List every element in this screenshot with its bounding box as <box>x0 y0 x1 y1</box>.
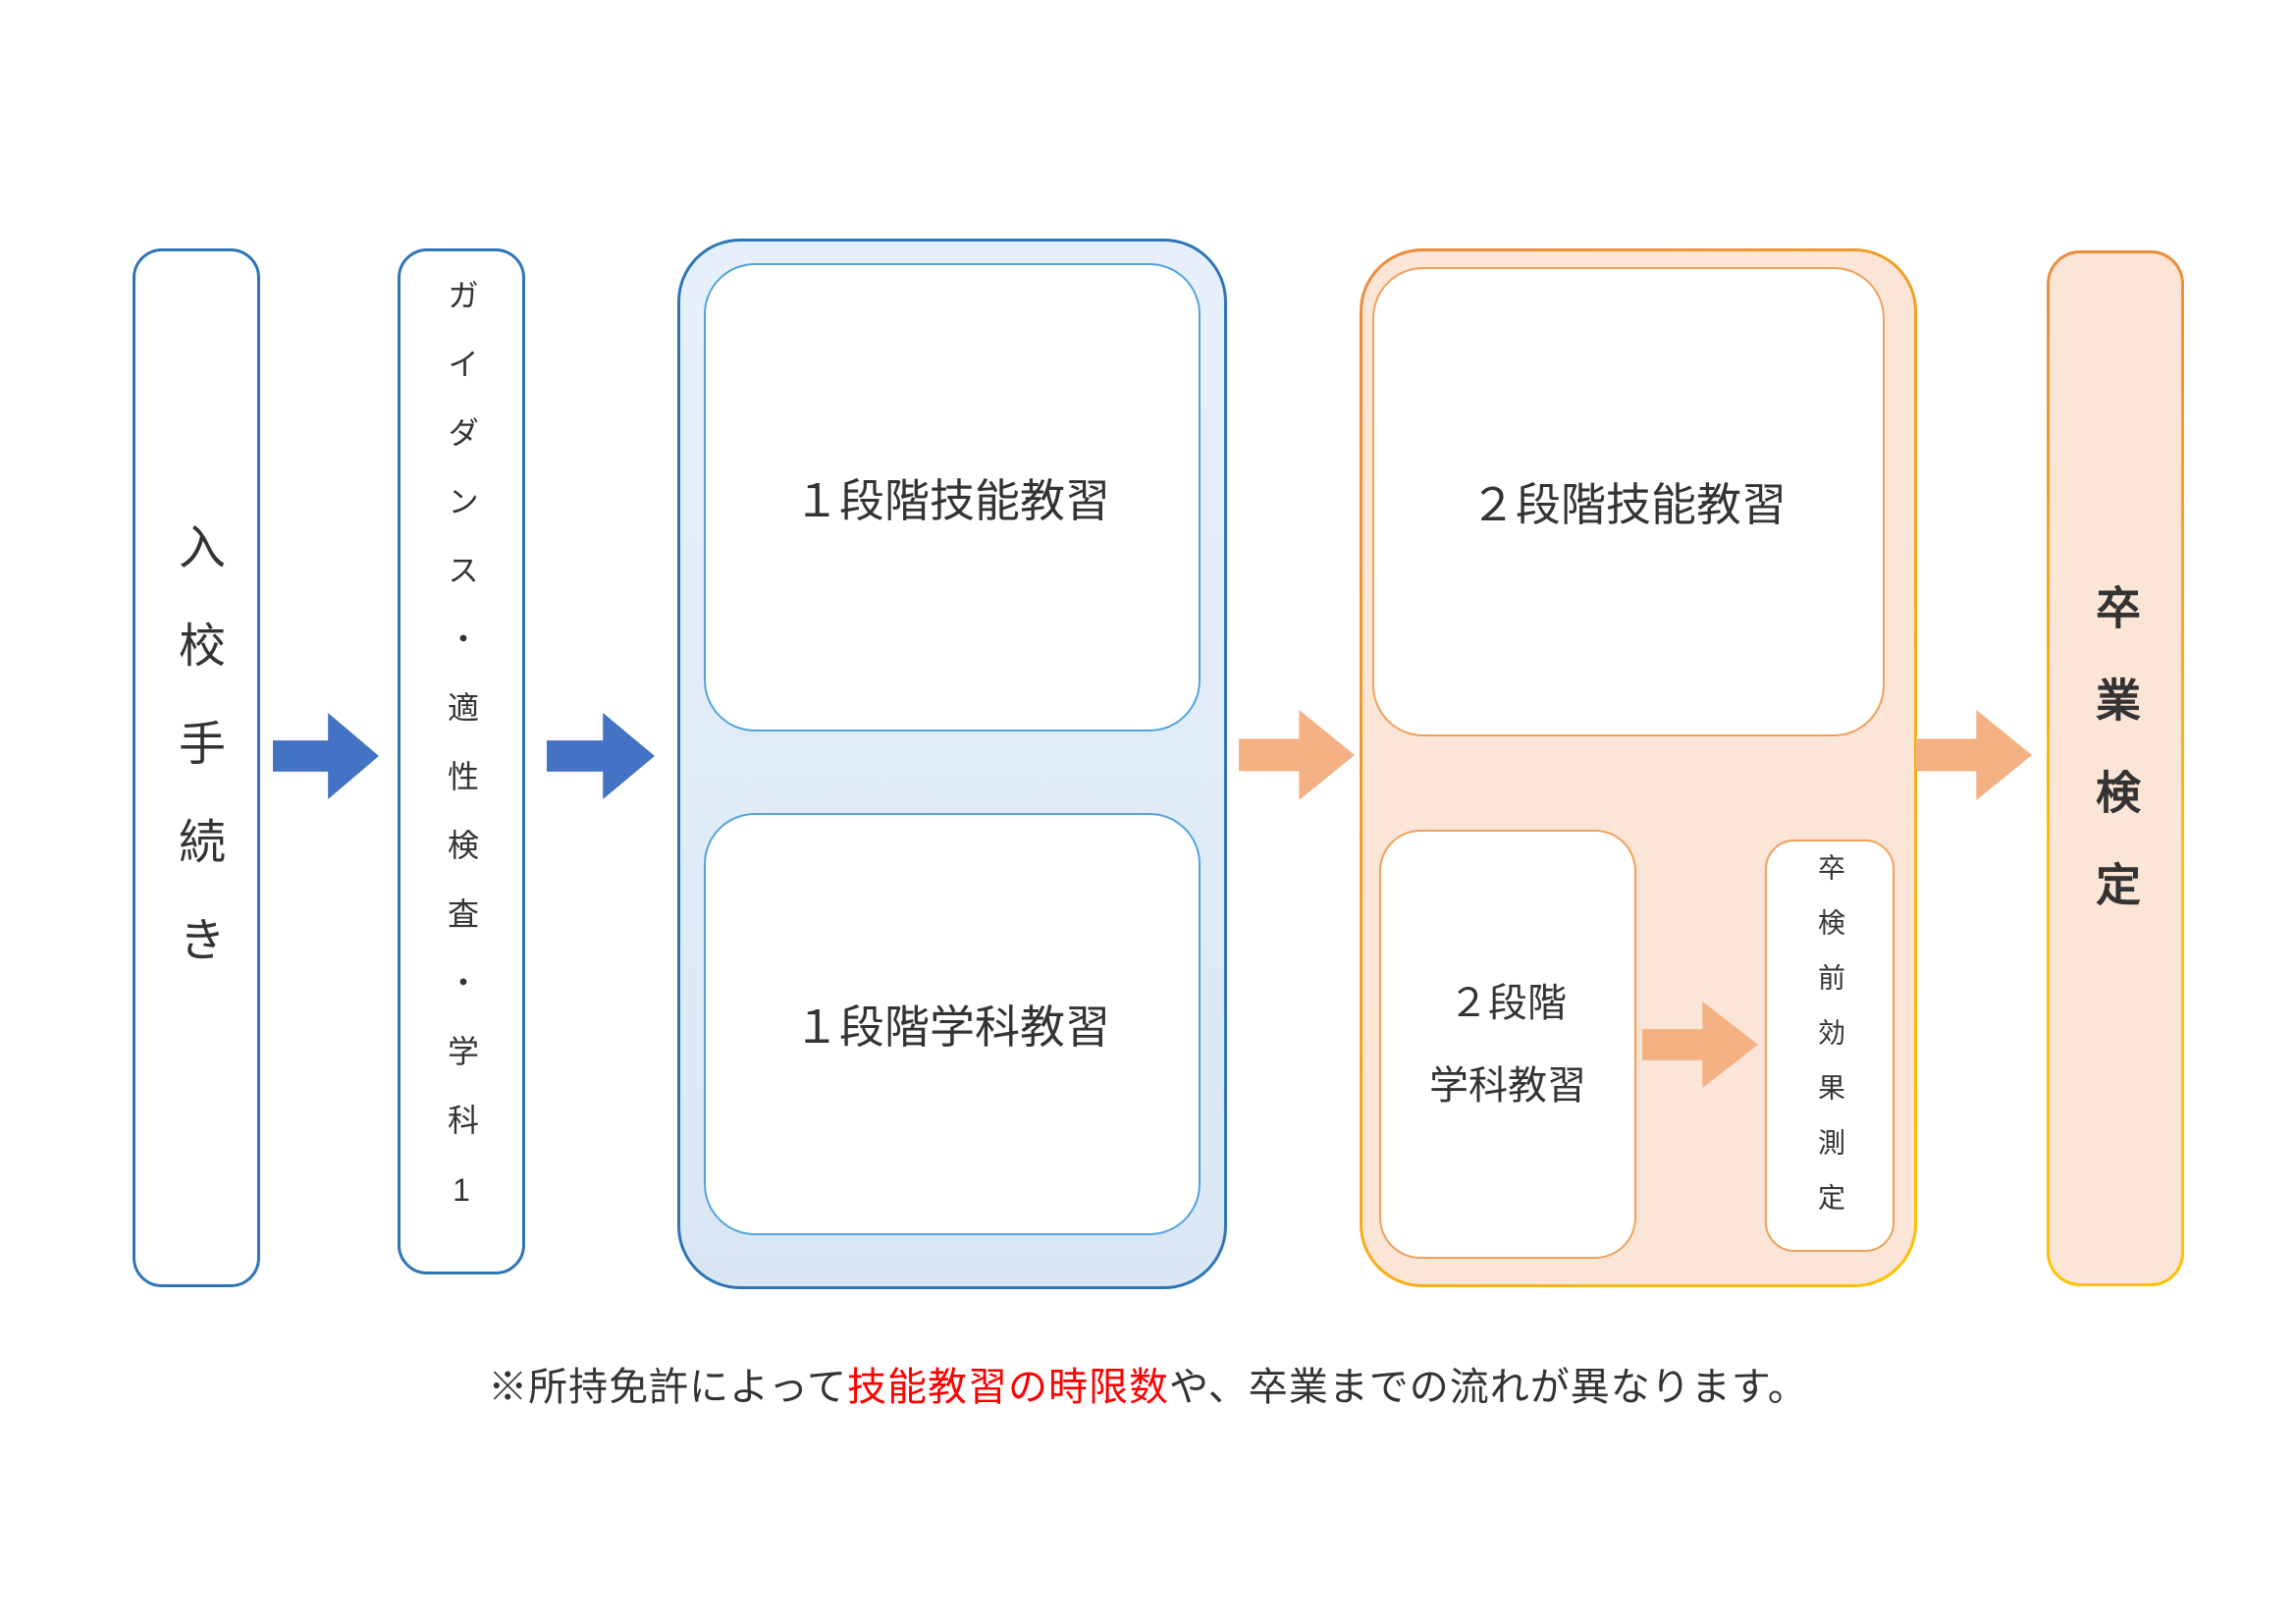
node-graduation-exam-label: 卒業検定 <box>2090 583 2141 953</box>
footnote: ※所持免許によって技能教習の時限数や、卒業までの流れが異なります。 <box>0 1355 2296 1412</box>
node-stage1-classroom-label: １段階学科教習 <box>794 1001 1110 1053</box>
arrow-guidance-to-stage1-icon <box>547 713 655 799</box>
node-stage2-classroom-training: ２段階 学科教習 <box>1379 830 1636 1259</box>
node-pretest-label: 卒検前効果測定 <box>1815 853 1845 1238</box>
node-guidance-label: ガイダンス・適性検査・学科1 <box>444 278 479 1245</box>
footnote-prefix: ※所持免許によって <box>488 1366 847 1409</box>
node-graduation-exam: 卒業検定 <box>2047 250 2184 1286</box>
footnote-highlight: 技能教習の時限数 <box>847 1366 1169 1409</box>
node-pre-graduation-effect-test: 卒検前効果測定 <box>1765 839 1895 1252</box>
node-stage2-classroom-label-line1: ２段階 <box>1449 981 1567 1025</box>
node-stage2-classroom-label-line2: 学科教習 <box>1429 1063 1586 1108</box>
node-graduation-exam-fill: 卒業検定 <box>2050 253 2181 1283</box>
node-stage1-classroom-training: １段階学科教習 <box>704 813 1201 1235</box>
arrow-stage2-to-graduation-icon <box>1916 710 2032 800</box>
node-guidance: ガイダンス・適性検査・学科1 <box>398 248 525 1274</box>
node-stage1-skill-training: １段階技能教習 <box>704 263 1201 731</box>
node-stage1-skill-label: １段階技能教習 <box>794 474 1110 526</box>
arrow-entry-to-guidance-icon <box>273 713 379 799</box>
node-stage2-skill-training: ２段階技能教習 <box>1372 267 1885 736</box>
arrow-stage1-to-stage2-icon <box>1239 710 1355 800</box>
footnote-suffix: や、卒業までの流れが異なります。 <box>1169 1366 1808 1409</box>
node-stage2-skill-label: ２段階技能教習 <box>1470 479 1787 530</box>
node-entry-procedure-label: 入校手続き <box>171 522 223 1013</box>
node-entry-procedure: 入校手続き <box>133 248 260 1287</box>
